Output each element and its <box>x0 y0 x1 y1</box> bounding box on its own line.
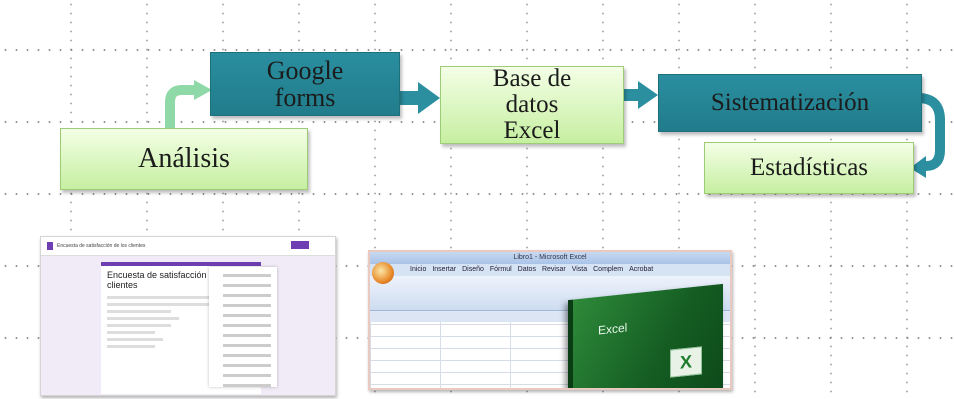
forms-line <box>107 296 219 299</box>
forms-menu-line <box>223 324 271 327</box>
forms-side-menu <box>209 267 277 387</box>
arrow-forms-to-base-head <box>418 82 440 114</box>
node-estadisticas: Estadísticas <box>704 142 914 194</box>
node-analisis-label: Análisis <box>138 143 230 175</box>
forms-card-title: Encuesta de satisfacción de los clientes <box>107 270 234 290</box>
arrow-base-to-sis-head <box>638 81 658 109</box>
excel-tab: Fórmul <box>489 266 512 273</box>
forms-menu-line <box>223 364 271 367</box>
arrow-analisis-to-forms-head <box>194 80 212 100</box>
excel-tab: Acrobat <box>629 266 654 273</box>
forms-menu-line <box>223 334 271 337</box>
excel-ribbon-tabs: Inicio Insertar Diseño Fórmul Datos Revi… <box>370 264 730 276</box>
forms-line <box>107 317 179 320</box>
forms-menu-line <box>223 304 271 307</box>
forms-menu-line <box>223 384 271 387</box>
forms-menu-line <box>223 274 271 277</box>
forms-line <box>107 303 243 306</box>
google-forms-screenshot: Encuesta de satisfacción de los clientes… <box>40 236 336 396</box>
office-button-icon <box>372 262 394 284</box>
forms-line <box>107 345 155 348</box>
forms-logo-icon <box>47 242 53 250</box>
excel-tab: Vista <box>571 266 588 273</box>
node-sistematizacion-label: Sistematización <box>710 88 870 116</box>
node-google-forms: Google forms <box>210 52 400 116</box>
excel-tab: Datos <box>517 266 536 273</box>
excel-tab: Revisar <box>541 266 566 273</box>
forms-menu-line <box>223 294 271 297</box>
forms-menu-line <box>223 344 271 347</box>
forms-line <box>107 331 155 334</box>
forms-line <box>107 310 171 313</box>
excel-window-title: Libro1 - Microsoft Excel <box>370 252 730 264</box>
forms-menu-line <box>223 314 271 317</box>
forms-menu-line <box>223 354 271 357</box>
forms-send-button <box>291 241 309 249</box>
excel-tab: Complem <box>593 266 624 273</box>
node-base-de-datos-line1: Base de <box>492 64 572 92</box>
forms-menu-line <box>223 284 271 287</box>
arrow-sis-to-estadisticas-head <box>910 156 926 178</box>
node-estadisticas-label: Estadísticas <box>749 153 869 181</box>
forms-line <box>107 324 171 327</box>
node-base-de-datos-line3: Excel <box>503 117 561 145</box>
node-analisis: Análisis <box>60 128 308 190</box>
excel-tab: Diseño <box>462 266 484 273</box>
forms-menu-line <box>223 374 271 377</box>
node-base-de-datos-line2: datos <box>505 90 559 118</box>
arrow-sis-to-estadisticas <box>917 93 945 171</box>
excel-tab: Insertar <box>432 266 457 273</box>
forms-header-title: Encuesta de satisfacción de los clientes <box>57 243 146 249</box>
forms-line <box>107 338 163 341</box>
arrow-analisis-to-forms <box>165 85 196 128</box>
excel-screenshot: Libro1 - Microsoft Excel Inicio Insertar… <box>368 250 732 390</box>
arrow-forms-to-base-shaft <box>398 91 420 105</box>
node-base-de-datos: Base de datos Excel <box>440 64 624 145</box>
node-google-forms-line2: forms <box>274 83 336 112</box>
forms-topbar: Encuesta de satisfacción de los clientes <box>41 237 335 256</box>
node-google-forms-line1: Google <box>266 55 344 85</box>
arrow-base-to-sis-shaft <box>622 89 640 101</box>
node-sistematizacion: Sistematización <box>658 74 922 132</box>
excel-logo-icon: X <box>670 346 702 378</box>
excel-tab: Inicio <box>410 266 427 273</box>
excel-column-headers <box>370 312 730 322</box>
